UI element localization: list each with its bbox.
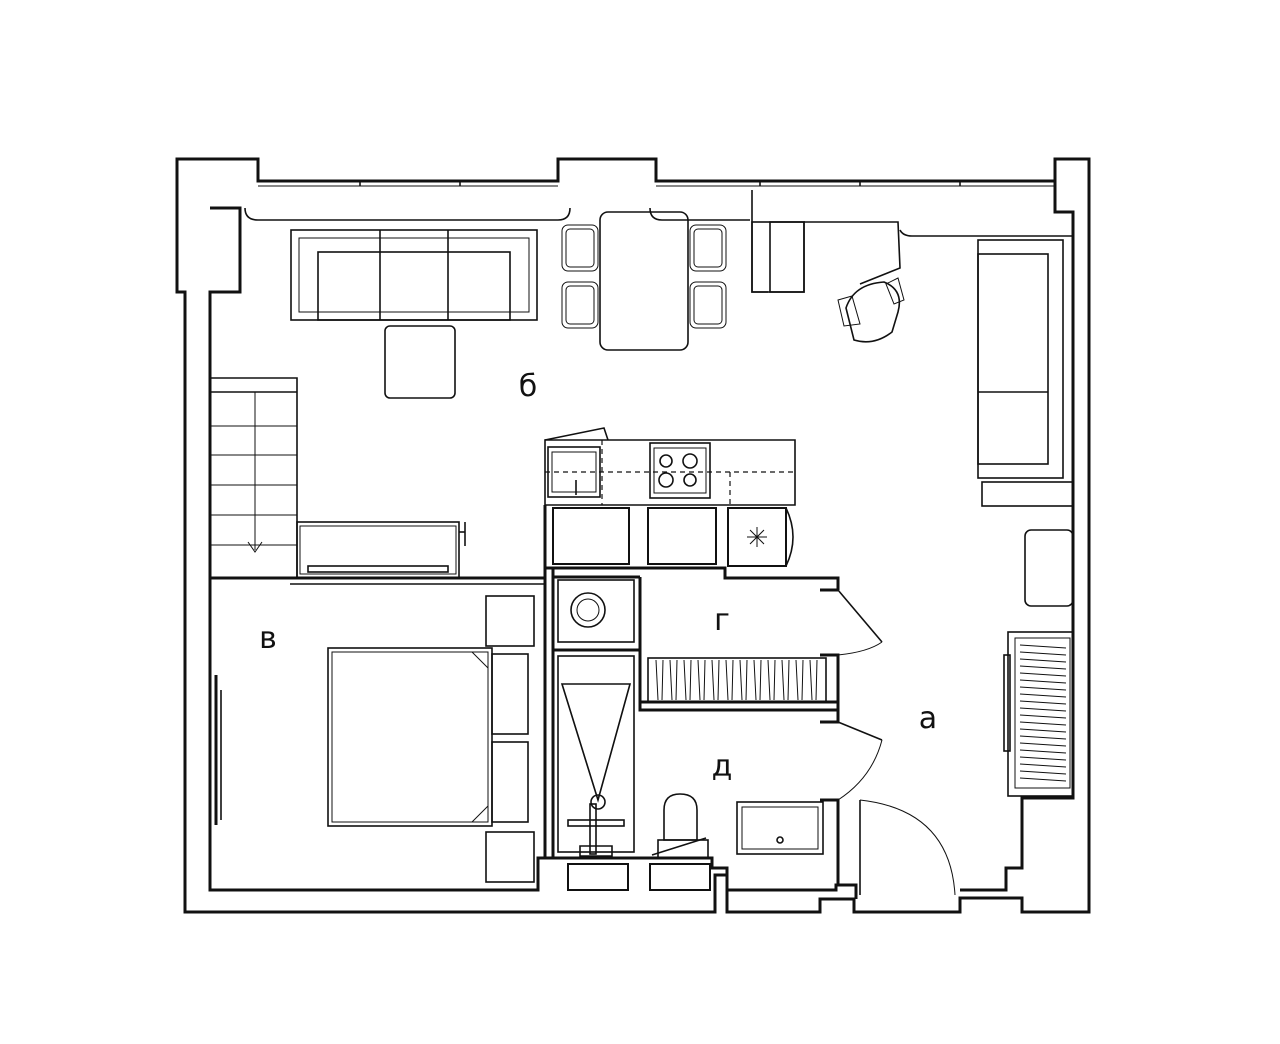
hall-shoe-rack <box>1003 631 1074 797</box>
office-chair <box>837 277 905 343</box>
room-label-hall: а <box>919 701 937 736</box>
wardrobe-sliding-door <box>214 675 222 825</box>
bedside-table-bottom <box>485 831 535 883</box>
bedside-table-top <box>485 595 535 647</box>
tv-unit <box>296 521 466 579</box>
dining-table <box>561 211 727 351</box>
storage-door <box>837 589 883 656</box>
room-label-bathroom: д <box>712 749 733 784</box>
toilet <box>651 793 709 859</box>
outer-walls <box>175 157 1091 914</box>
bathroom-sink <box>736 801 824 855</box>
shower <box>557 655 635 857</box>
kitchen <box>544 427 796 567</box>
staircase <box>210 377 298 578</box>
ottoman <box>384 325 456 399</box>
entrance-door <box>859 799 956 896</box>
room-label-bedroom: в <box>259 621 277 656</box>
sofa-right <box>977 239 1074 507</box>
room-label-living: б <box>519 369 538 404</box>
room-label-storage: г <box>714 603 730 638</box>
bathroom-door <box>837 721 883 801</box>
sofa-living <box>290 229 538 321</box>
desk <box>751 190 901 293</box>
interior-walls <box>210 505 840 891</box>
bed <box>327 647 529 827</box>
hall-pouf <box>1024 529 1074 607</box>
washing-machine <box>557 579 635 643</box>
storage-hangers <box>647 657 827 703</box>
